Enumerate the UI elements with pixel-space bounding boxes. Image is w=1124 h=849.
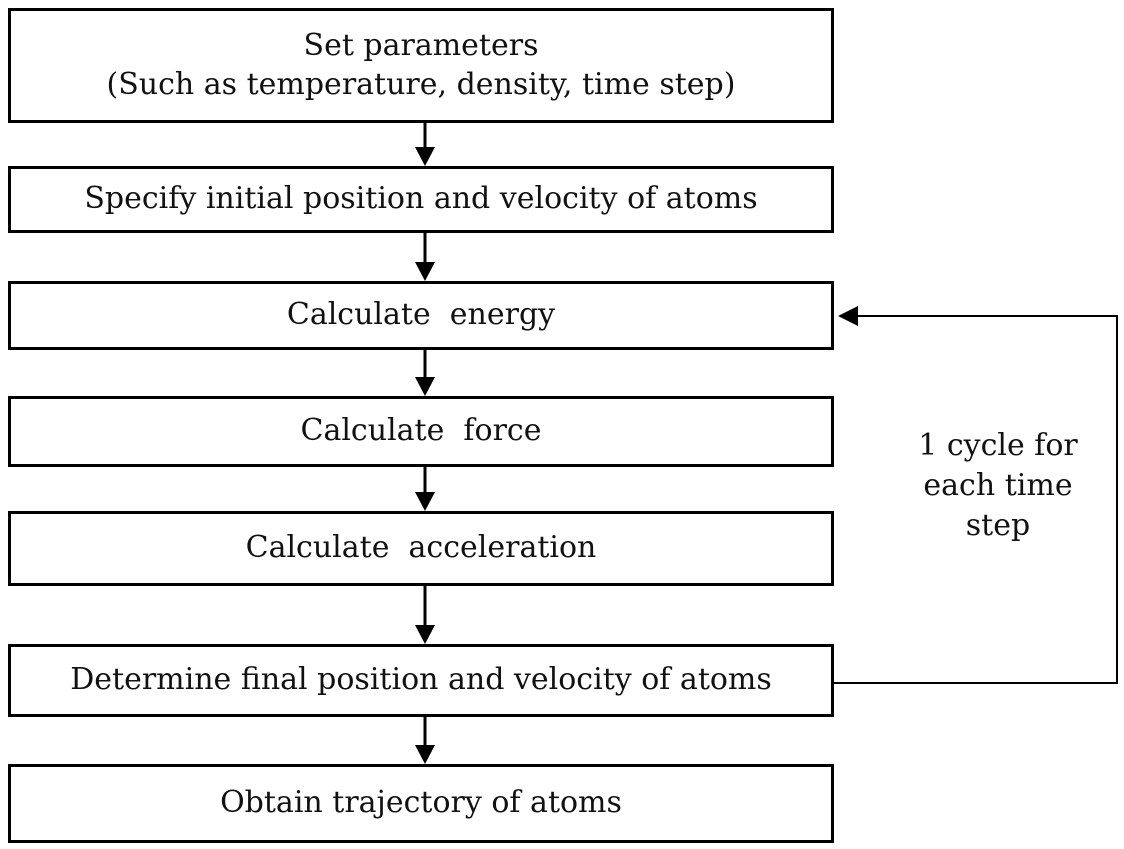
step-final-position: Determine final position and velocity of…	[8, 644, 834, 717]
loop-label-line: 1 cycle for	[918, 428, 1078, 463]
loop-line	[834, 315, 1118, 684]
step-text: Set parameters (Such as temperature, den…	[107, 27, 736, 104]
step-line: Set parameters	[303, 28, 539, 64]
step-obtain-trajectory: Obtain trajectory of atoms	[8, 764, 834, 843]
step-line: (Such as temperature, density, time step…	[106, 66, 736, 102]
loop-label-line: each time	[923, 467, 1073, 503]
step-initial-position: Specify initial position and velocity of…	[8, 166, 834, 233]
arrowhead-2	[415, 262, 435, 281]
arrowhead-4	[415, 492, 435, 511]
step-line: Obtain trajectory of atoms	[220, 785, 622, 821]
step-calculate-force: Calculate force	[8, 396, 834, 467]
step-calculate-energy: Calculate energy	[8, 281, 834, 350]
step-set-parameters: Set parameters (Such as temperature, den…	[8, 8, 834, 123]
step-line: Calculate acceleration	[245, 530, 597, 566]
step-line: Calculate energy	[286, 297, 556, 333]
arrowhead-6	[415, 745, 435, 764]
loop-arrowhead	[838, 306, 858, 326]
step-line: Specify initial position and velocity of…	[84, 181, 758, 217]
flow-arrows	[415, 123, 435, 764]
arrowhead-1	[415, 147, 435, 166]
step-line: Determine final position and velocity of…	[70, 662, 772, 698]
arrowhead-3	[415, 377, 435, 396]
loop-label-line: step	[965, 507, 1031, 543]
feedback-loop	[834, 306, 1118, 684]
loop-label: 1 cycle for each time step	[892, 426, 1104, 546]
step-line: Calculate force	[300, 413, 542, 449]
step-calculate-acceleration: Calculate acceleration	[8, 511, 834, 586]
arrowhead-5	[415, 625, 435, 644]
